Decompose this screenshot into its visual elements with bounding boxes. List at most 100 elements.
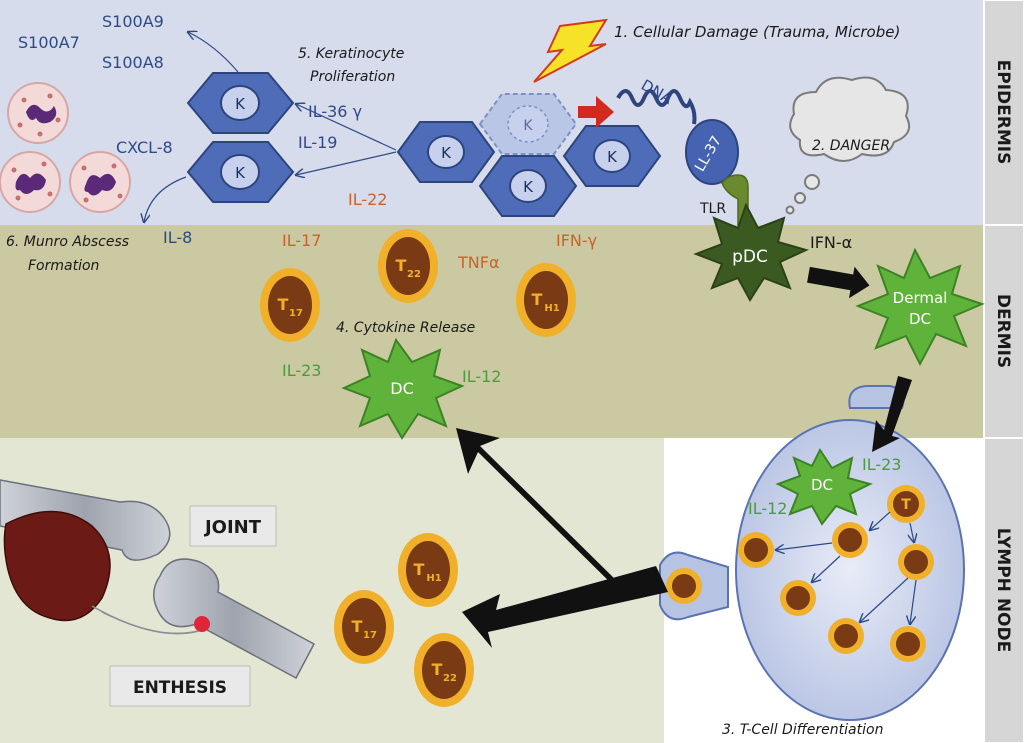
enthesis-label: ENTHESIS <box>133 678 227 698</box>
naive-t-cell: T <box>887 485 925 523</box>
tlr-label: TLR <box>699 201 726 217</box>
step3-text: 3. T-Cell Differentiation <box>722 722 883 738</box>
t-cell <box>666 568 702 604</box>
ln-dc-label: DC <box>811 476 833 494</box>
svg-text:17: 17 <box>289 308 303 319</box>
s100a7-label: S100A7 <box>18 33 80 52</box>
il8-label: IL-8 <box>163 228 192 247</box>
t-cell <box>898 544 934 580</box>
differentiation-arrows <box>776 511 916 624</box>
dermis-layer <box>0 225 984 438</box>
svg-text:T: T <box>432 660 443 679</box>
pdc-cell <box>693 202 809 302</box>
svg-text:22: 22 <box>443 673 457 684</box>
epidermis-tab <box>983 0 1024 226</box>
svg-text:T: T <box>396 256 407 275</box>
t-cell-th22: T 22 <box>414 633 474 707</box>
t-cell-th22: T 22 <box>378 229 438 303</box>
svg-text:T: T <box>278 295 289 314</box>
svg-text:H1: H1 <box>544 303 559 314</box>
t-cell-th17: T 17 <box>334 590 394 664</box>
t-cell <box>832 522 868 558</box>
dermal-dc-label-line1: Dermal <box>893 289 948 307</box>
keratinocyte: K <box>396 121 496 183</box>
step1-text: 1. Cellular Damage (Trauma, Microbe) <box>614 23 900 41</box>
svg-text:T: T <box>901 497 911 513</box>
il17-label: IL-17 <box>282 231 321 250</box>
damaged-keratinocyte: K <box>478 93 578 155</box>
s100a8-label: S100A8 <box>102 53 164 72</box>
il36g-label: IL-36 γ <box>308 102 362 121</box>
lymph-node-label: LYMPH NODE <box>993 528 1013 652</box>
dna-strand <box>616 89 697 125</box>
dermis-tab <box>983 224 1024 439</box>
step5-text-line2: Proliferation <box>310 69 395 85</box>
keratinocyte: K <box>478 155 578 217</box>
step6-text-line1: 6. Munro Abscess <box>6 234 129 250</box>
svg-text:K: K <box>235 164 246 182</box>
enthesis-box <box>109 665 251 707</box>
svg-text:T: T <box>532 290 543 309</box>
svg-text:22: 22 <box>407 269 421 280</box>
dermis-label: DERMIS <box>993 294 1013 368</box>
t-cell-th1: T H1 <box>516 263 576 337</box>
lymph-node-tab <box>983 437 1024 743</box>
neutrophil <box>7 82 69 144</box>
neutrophil <box>69 151 131 213</box>
keratinocyte: K <box>186 72 295 134</box>
t-cell <box>890 626 926 662</box>
effector-migration-arrows <box>456 428 668 648</box>
t-cell-th17: T 17 <box>260 268 320 342</box>
ll37-peptide: LL-37 <box>685 119 739 185</box>
t-cell <box>738 532 774 568</box>
t-cell <box>828 618 864 654</box>
svg-text:K: K <box>235 95 246 113</box>
thought-cloud-icon <box>785 76 910 215</box>
joint-label: JOINT <box>203 517 262 538</box>
t-cell-th1: T H1 <box>398 533 458 607</box>
step4-text: 4. Cytokine Release <box>336 320 475 336</box>
svg-text:K: K <box>441 144 452 162</box>
ifna-arrow <box>807 266 870 299</box>
svg-text:K: K <box>523 178 534 196</box>
ifng-label: IFN-γ <box>556 231 597 250</box>
s100a9-label: S100A9 <box>102 12 164 31</box>
joint-illustration <box>0 479 316 680</box>
svg-text:17: 17 <box>363 630 377 641</box>
il36-arrow <box>296 104 397 151</box>
svg-text:H1: H1 <box>426 573 441 584</box>
il19-label: IL-19 <box>298 133 337 152</box>
pdc-label: pDC <box>732 247 768 267</box>
epidermis-label: EPIDERMIS <box>993 60 1013 165</box>
ln-il12-label: IL-12 <box>748 499 787 518</box>
ln-il23-label: IL-23 <box>862 455 901 474</box>
t-cell <box>780 580 816 616</box>
dermal-dc-cell <box>855 247 985 367</box>
il12-label: IL-12 <box>462 367 501 386</box>
keratinocyte: K <box>562 125 662 187</box>
step5-text-line1: 5. Keratinocyte <box>298 46 404 62</box>
cxcl8-label: CXCL-8 <box>116 138 173 157</box>
release-arrow <box>578 96 614 128</box>
dermal-dc-label-line2: DC <box>909 310 931 328</box>
svg-text:K: K <box>523 118 533 134</box>
il8-arrow <box>144 176 187 222</box>
il23-label: IL-23 <box>282 361 321 380</box>
svg-text:K: K <box>607 148 618 166</box>
step6-text-line2: Formation <box>28 258 99 274</box>
svg-text:T: T <box>352 617 363 636</box>
ln-dc-cell <box>775 448 873 526</box>
keratinocyte: K <box>186 141 295 203</box>
s100-arrow <box>188 32 239 73</box>
tnfa-label: TNFα <box>457 253 500 272</box>
svg-text:T: T <box>414 560 425 579</box>
dc-cell <box>341 337 465 440</box>
il22-epi-label: IL-22 <box>348 190 387 209</box>
il19-arrow <box>296 151 397 175</box>
ifna-label: IFN-α <box>810 233 852 252</box>
lightning-bolt-icon <box>533 18 608 83</box>
dc-label: DC <box>390 379 414 398</box>
step2-text: 2. DANGER <box>812 138 890 154</box>
